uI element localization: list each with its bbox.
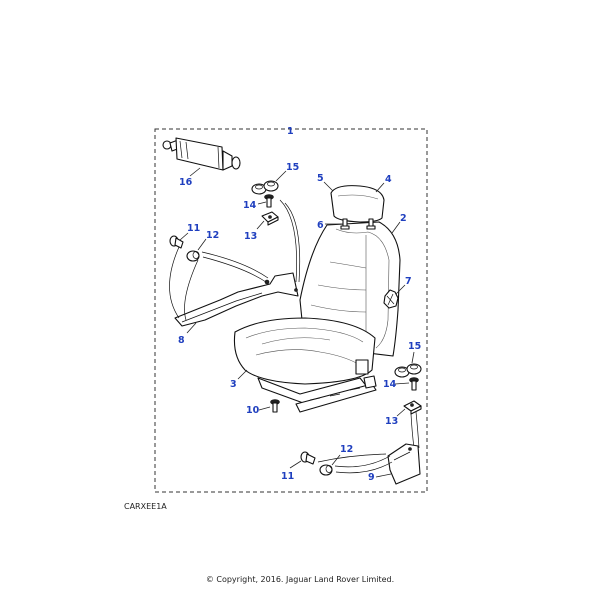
callout-10: 10 bbox=[246, 405, 260, 416]
callout-11-upper: 11 bbox=[187, 223, 200, 234]
part-7-recline-knob[interactable] bbox=[383, 289, 399, 309]
part-14-lower-bolt[interactable] bbox=[409, 377, 419, 391]
callout-15-upper: 15 bbox=[286, 162, 299, 173]
callout-6: 6 bbox=[317, 220, 324, 231]
part-11-lower-plug[interactable] bbox=[300, 451, 316, 465]
callout-5: 5 bbox=[317, 173, 324, 184]
part-9-lower-trim[interactable] bbox=[387, 443, 421, 485]
callout-1: 1 bbox=[287, 126, 294, 137]
part-6-headrest-guides[interactable] bbox=[340, 218, 376, 230]
part-3-seat-cushion[interactable] bbox=[233, 317, 376, 385]
callout-3: 3 bbox=[230, 379, 237, 390]
assembly-boundary bbox=[154, 128, 428, 493]
leader-lines bbox=[179, 167, 415, 478]
part-11-upper-plug[interactable] bbox=[169, 235, 184, 249]
part-16-belt-buckle[interactable] bbox=[162, 137, 241, 171]
part-13-lower-bracket[interactable] bbox=[403, 400, 422, 415]
callout-11-lower: 11 bbox=[281, 471, 294, 482]
callout-13-upper: 13 bbox=[244, 231, 257, 242]
seat-frame-rails bbox=[257, 359, 377, 413]
copyright-notice: © Copyright, 2016. Jaguar Land Rover Lim… bbox=[205, 575, 395, 584]
callout-14-lower: 14 bbox=[383, 379, 397, 390]
part-15-upper-caps[interactable] bbox=[251, 180, 279, 195]
part-15-lower-caps[interactable] bbox=[394, 363, 422, 378]
callout-14-upper: 14 bbox=[243, 200, 257, 211]
callout-16: 16 bbox=[179, 177, 193, 188]
callout-2: 2 bbox=[400, 213, 407, 224]
callout-13-lower: 13 bbox=[385, 416, 398, 427]
reference-code: CARXEE1A bbox=[124, 502, 167, 511]
part-12-upper-grommet[interactable] bbox=[186, 250, 200, 262]
callout-7: 7 bbox=[405, 276, 412, 287]
callout-4: 4 bbox=[385, 174, 392, 185]
part-14-upper-bolt[interactable] bbox=[264, 194, 274, 208]
part-4-headrest[interactable] bbox=[330, 185, 385, 223]
callout-12-upper: 12 bbox=[206, 230, 219, 241]
callout-8: 8 bbox=[178, 335, 185, 346]
part-12-lower-grommet[interactable] bbox=[319, 464, 333, 476]
part-8-side-trim[interactable] bbox=[174, 272, 299, 327]
callout-9: 9 bbox=[368, 472, 375, 483]
part-13-upper-bracket[interactable] bbox=[261, 211, 279, 226]
part-10-bolt[interactable] bbox=[270, 399, 280, 413]
callout-15-lower: 15 bbox=[408, 341, 421, 352]
callout-12-lower: 12 bbox=[340, 444, 353, 455]
